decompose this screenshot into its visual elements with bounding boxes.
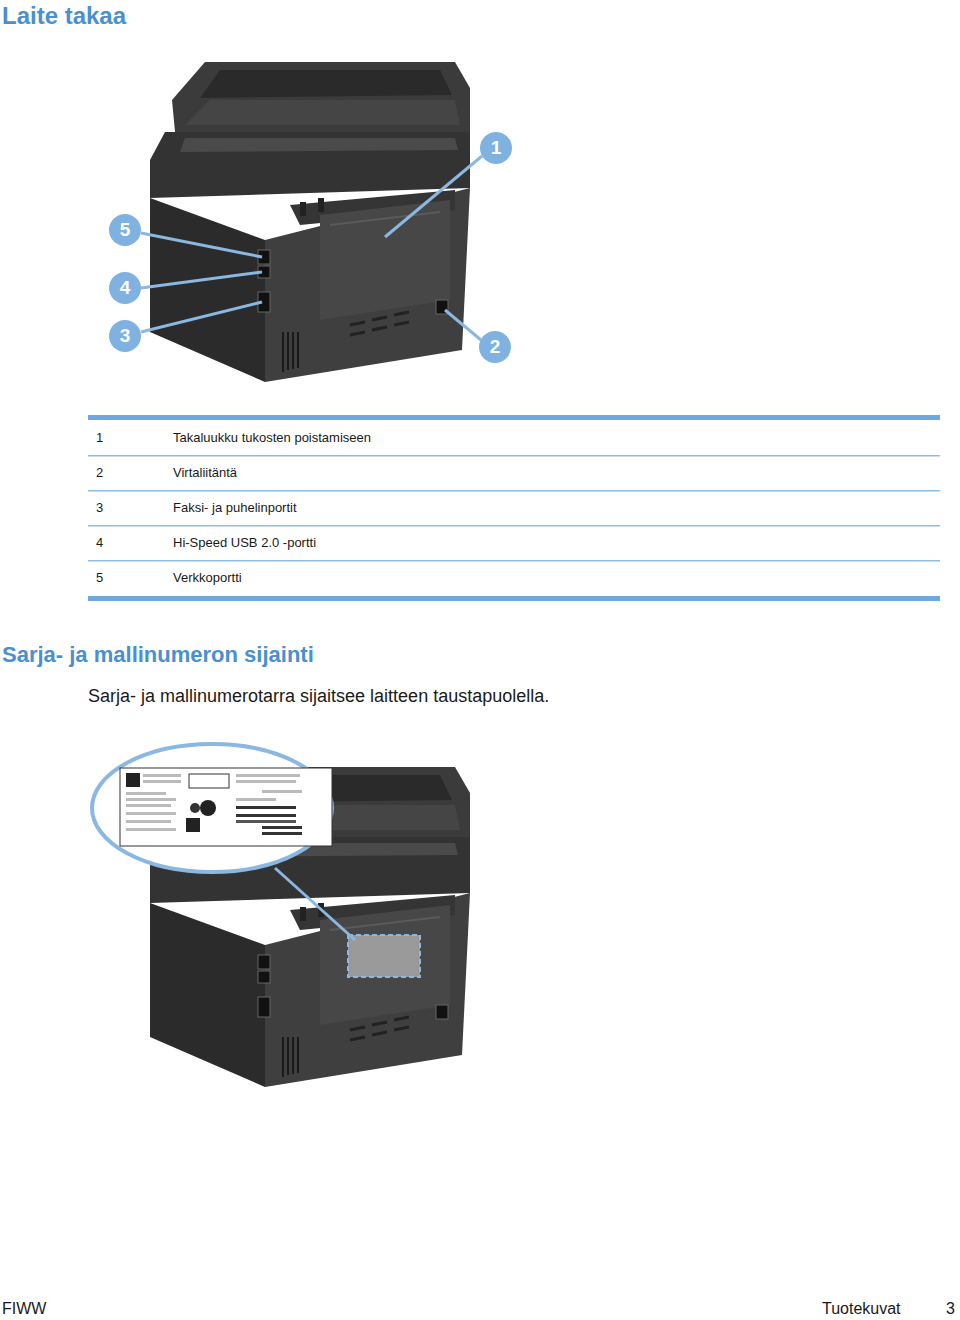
- table-cell-number: 4: [96, 535, 103, 550]
- serial-label-zoom: [120, 768, 332, 846]
- table-cell-number: 2: [96, 465, 103, 480]
- callout-number: 5: [109, 214, 141, 246]
- table-cell-number: 3: [96, 500, 103, 515]
- table-cell-text: Faksi- ja puhelinportit: [173, 500, 297, 515]
- table-rules: [88, 415, 940, 601]
- table-cell-number: 5: [96, 570, 103, 585]
- callout-number: 3: [109, 320, 141, 352]
- callout-circle: 2: [479, 331, 511, 363]
- table-cell-text: Hi-Speed USB 2.0 -portti: [173, 535, 316, 550]
- zoom-circle: [92, 744, 332, 872]
- zoom-leader: [275, 868, 355, 940]
- callout-number: 4: [109, 272, 141, 304]
- callout-number: 2: [479, 331, 511, 363]
- table-cell-number: 1: [96, 430, 103, 445]
- footer-text: Tuotekuvat: [822, 1300, 901, 1318]
- leader-lines: [141, 156, 482, 340]
- table-cell-text: Takaluukku tukosten poistamiseen: [173, 430, 371, 445]
- callout-circle: 5: [109, 214, 141, 246]
- page-number: 3: [946, 1300, 955, 1318]
- callout-circle: 3: [109, 320, 141, 352]
- table-cell-text: Virtaliitäntä: [173, 465, 237, 480]
- callout-number: 1: [480, 132, 512, 164]
- serial-label-location: [348, 935, 420, 977]
- printer-rear-view: [150, 62, 470, 382]
- page-heading: Laite takaa: [2, 2, 126, 30]
- callout-circle: 1: [480, 132, 512, 164]
- footer-text: FIWW: [2, 1300, 46, 1318]
- callout-circle: 4: [109, 272, 141, 304]
- body-text: Sarja- ja mallinumerotarra sijaitsee lai…: [88, 686, 549, 707]
- table-cell-text: Verkkoportti: [173, 570, 242, 585]
- section-heading: Sarja- ja mallinumeron sijainti: [2, 642, 314, 668]
